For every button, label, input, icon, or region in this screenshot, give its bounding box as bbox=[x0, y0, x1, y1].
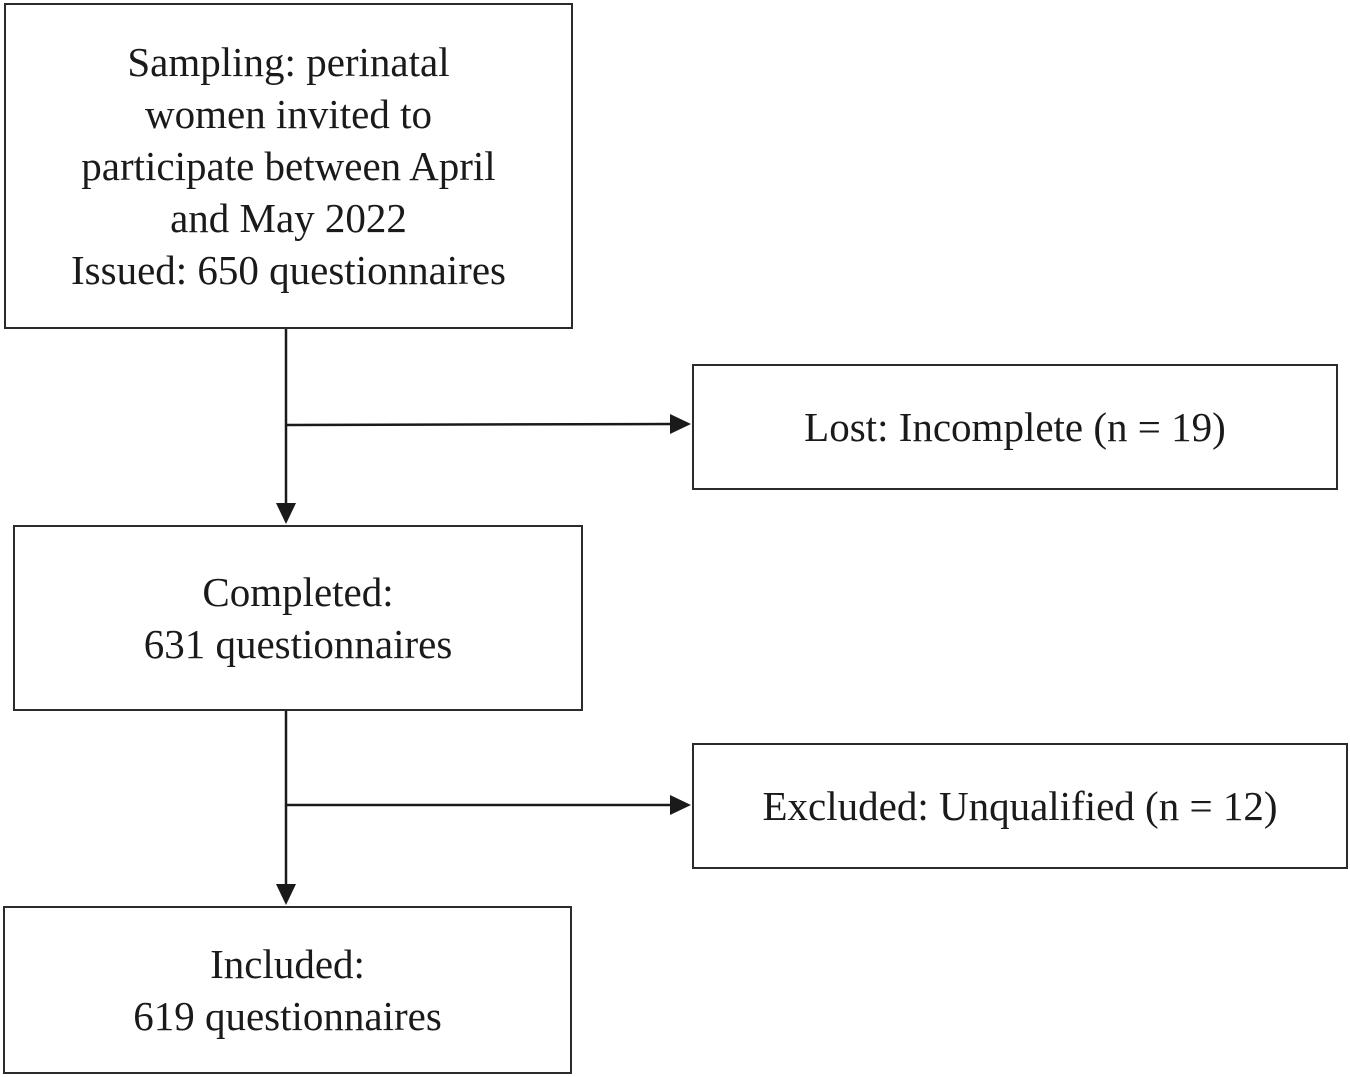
completed-line-2: 631 questionnaires bbox=[143, 621, 453, 667]
included-box: Included: 619 questionnaires bbox=[3, 906, 572, 1074]
excluded-box: Excluded: Unqualified (n = 12) bbox=[692, 743, 1348, 869]
lost-box: Lost: Incomplete (n = 19) bbox=[692, 364, 1338, 490]
completed-box: Completed: 631 questionnaires bbox=[13, 525, 583, 711]
sampling-line-4: and May 2022 bbox=[170, 195, 407, 241]
arrowhead-included bbox=[276, 884, 296, 905]
arrowhead-completed bbox=[276, 503, 296, 524]
arrowhead-lost bbox=[670, 414, 691, 434]
sampling-line-2: women invited to bbox=[145, 91, 432, 137]
sampling-box: Sampling: perinatal women invited to par… bbox=[4, 3, 573, 329]
excluded-text: Excluded: Unqualified (n = 12) bbox=[762, 783, 1278, 829]
sampling-line-3: participate between April bbox=[81, 143, 496, 189]
arrow-to-lost bbox=[285, 422, 673, 427]
arrowhead-excluded bbox=[670, 795, 691, 815]
sampling-line-1: Sampling: perinatal bbox=[127, 39, 450, 85]
completed-line-1: Completed: bbox=[202, 569, 394, 615]
sampling-line-5: Issued: 650 questionnaires bbox=[71, 247, 506, 293]
included-line-1: Included: bbox=[210, 941, 365, 987]
included-line-2: 619 questionnaires bbox=[133, 993, 442, 1039]
lost-text: Lost: Incomplete (n = 19) bbox=[804, 404, 1226, 450]
